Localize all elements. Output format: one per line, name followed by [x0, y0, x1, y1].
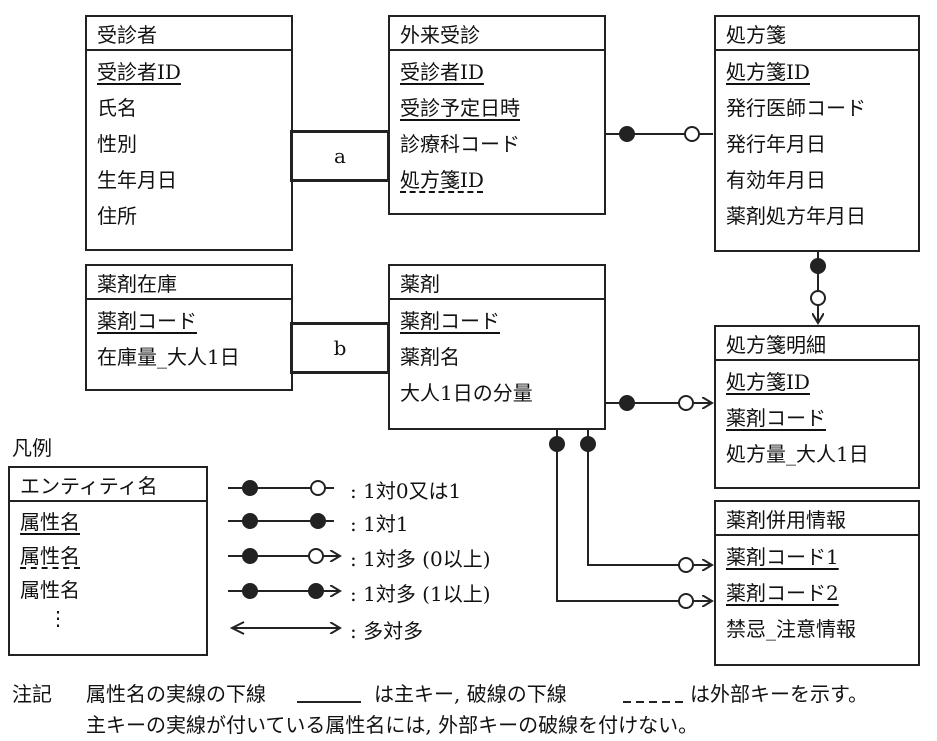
rel-dot-filled [580, 436, 596, 452]
note-line1-part-a: 属性名の実線の下線 [86, 682, 266, 706]
entity-drug: 薬剤 薬剤コード 薬剤名 大人1日の分量 [388, 264, 606, 430]
attr: 薬剤名 [400, 345, 460, 369]
attr: 発行医師コード [726, 96, 866, 120]
attr: 住所 [97, 204, 137, 228]
attr: 大人1日の分量 [400, 381, 533, 405]
entity-drug-interaction: 薬剤併用情報 薬剤コード1 薬剤コード2 禁忌_注意情報 [714, 500, 920, 666]
legend-item-1-to-many-0: : 1対多 (0以上) [350, 547, 491, 571]
attr-foreign-key: 処方箋ID [400, 168, 484, 192]
attr-primary-key: 受診者ID [97, 60, 181, 84]
legend-dot-filled [242, 548, 258, 564]
relation-label: b [333, 336, 347, 360]
legend-dot-filled [308, 583, 324, 599]
entity-name: 薬剤 [390, 266, 604, 300]
entity-drug-stock: 薬剤在庫 薬剤コード 在庫量_大人1日 [85, 264, 293, 391]
attr: 性別 [97, 132, 137, 156]
rel-dot-open [678, 593, 694, 609]
entity-name: 外来受診 [390, 17, 604, 51]
attr-primary-key: 薬剤コード [726, 406, 826, 430]
entity-prescription-detail: 処方箋明細 処方箋ID 薬剤コード 処方量_大人1日 [714, 325, 920, 489]
legend-attr: 属性名 [20, 578, 80, 602]
legend-dot-filled [242, 480, 258, 496]
note-line1-part-c: は外部キーを示す。 [690, 682, 868, 706]
entity-prescription: 処方箋 処方箋ID 発行医師コード 発行年月日 有効年月日 薬剤処方年月日 [714, 15, 920, 252]
rel-dot-open [684, 126, 700, 142]
note-line2: 主キーの実線が付いている属性名には, 外部キーの破線を付けない。 [86, 713, 699, 737]
legend-ellipsis: ⋮ [48, 606, 68, 630]
entity-name: 受診者 [87, 17, 291, 51]
attr-primary-key: 処方箋ID [726, 370, 810, 394]
attr-primary-key: 薬剤コード1 [726, 545, 839, 569]
legend-dot-filled [310, 513, 326, 529]
relation-a-box: a [290, 130, 390, 182]
legend-dot-open [308, 548, 324, 564]
attr: 在庫量_大人1日 [97, 345, 240, 369]
attr: 生年月日 [97, 168, 177, 192]
legend-item-many-to-many: : 多対多 [350, 619, 424, 643]
attr: 処方量_大人1日 [726, 442, 869, 466]
legend-item-1-to-many-1: : 1対多 (1以上) [350, 582, 491, 606]
rel-line-drug-interaction1 [587, 430, 712, 565]
legend-item-1-to-0or1: : 1対0又は1 [350, 479, 462, 503]
rel-dot-open [678, 395, 694, 411]
legend-dot-filled [242, 583, 258, 599]
note-line1-part-b: は主キー, 破線の下線 [374, 682, 567, 706]
entity-name: 薬剤併用情報 [716, 502, 918, 536]
note-label: 注記 [12, 682, 52, 706]
attr-primary-key: 受診予定日時 [400, 96, 520, 120]
attr-primary-key: 薬剤コード [97, 309, 197, 333]
legend-entity-name: エンティティ名 [10, 468, 206, 502]
attr-primary-key: 薬剤コード2 [726, 581, 839, 605]
legend-title: 凡例 [12, 436, 52, 460]
legend-attr-primary-key: 属性名 [20, 510, 80, 534]
rel-dot-open [810, 290, 826, 306]
rel-line-drug-interaction2 [556, 430, 712, 601]
legend-attr-foreign-key: 属性名 [20, 544, 80, 568]
attr: 禁忌_注意情報 [726, 617, 856, 641]
attr-primary-key: 処方箋ID [726, 60, 810, 84]
entity-outpatient: 外来受診 受診者ID 受診予定日時 診療科コード 処方箋ID [388, 15, 606, 215]
legend-item-1-to-1: : 1対1 [350, 512, 409, 536]
entity-name: 処方箋明細 [716, 327, 918, 361]
attr: 氏名 [97, 96, 137, 120]
rel-dot-open [678, 557, 694, 573]
legend-arrowhead-left [229, 621, 245, 635]
attr-primary-key: 受診者ID [400, 60, 484, 84]
rel-dot-filled [619, 395, 635, 411]
rel-dot-filled [549, 436, 565, 452]
entity-name: 薬剤在庫 [87, 266, 291, 300]
attr: 発行年月日 [726, 132, 826, 156]
legend-dot-open [310, 480, 326, 496]
attr-primary-key: 薬剤コード [400, 309, 500, 333]
attr: 診療科コード [400, 132, 520, 156]
rel-dot-filled [619, 126, 635, 142]
rel-dot-filled [810, 258, 826, 274]
attr: 有効年月日 [726, 168, 826, 192]
legend-dot-filled [242, 513, 258, 529]
legend-entity-box: エンティティ名 属性名 属性名 属性名 ⋮ [8, 466, 208, 656]
attr: 薬剤処方年月日 [726, 204, 866, 228]
entity-patient: 受診者 受診者ID 氏名 性別 生年月日 住所 [85, 15, 293, 251]
entity-name: 処方箋 [716, 17, 918, 51]
relation-label: a [334, 144, 346, 168]
relation-b-box: b [290, 322, 390, 374]
